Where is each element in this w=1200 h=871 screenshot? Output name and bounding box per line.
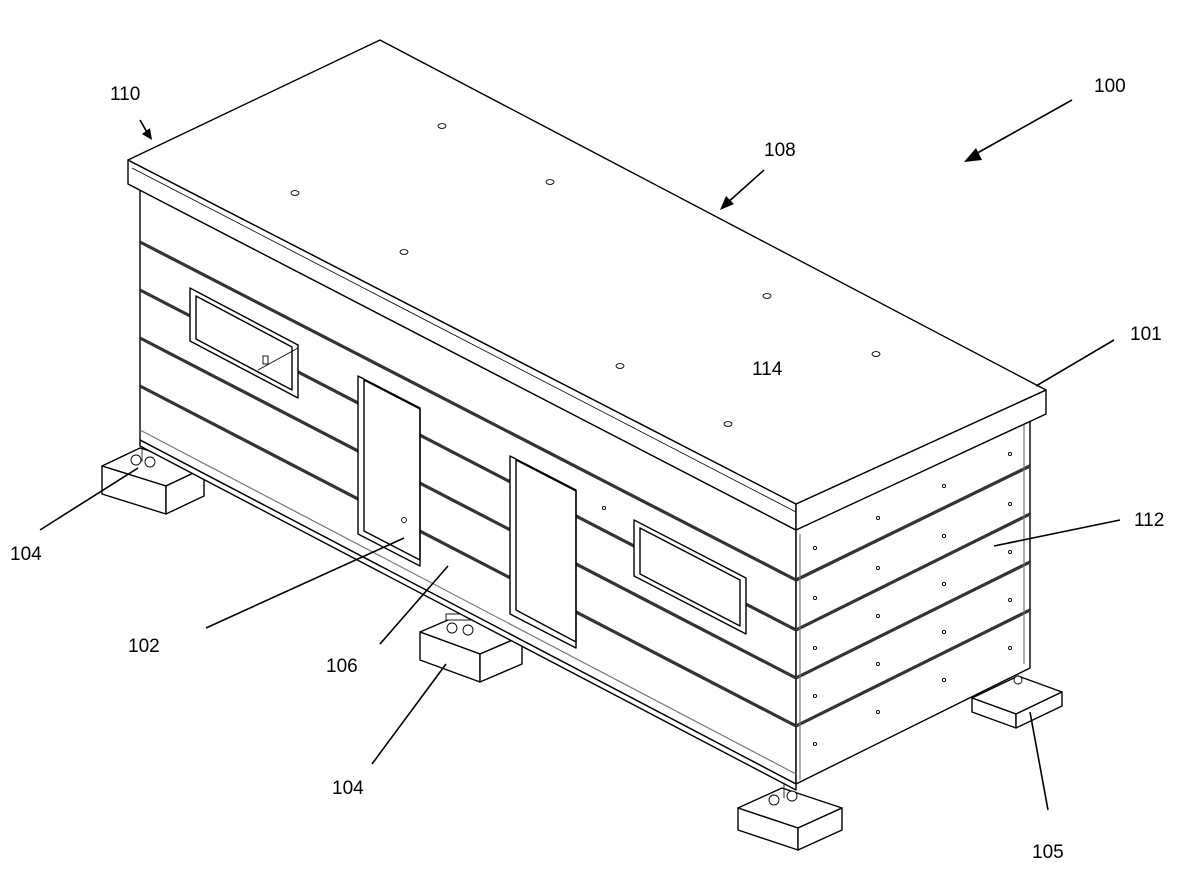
- label-108: 108: [764, 140, 796, 161]
- label-104-front: 104: [332, 778, 364, 799]
- leveling-bolt-front: [445, 613, 474, 636]
- label-105: 105: [1032, 842, 1064, 863]
- leader-lines: [39, 99, 1121, 811]
- label-114: 114: [752, 359, 783, 380]
- foundation-block-front: [419, 613, 523, 683]
- door-left: [357, 375, 421, 567]
- label-104-left: 104: [10, 544, 42, 565]
- door-right: [509, 455, 607, 649]
- leveling-bolt-right-front: [768, 782, 798, 806]
- base-rail: [139, 439, 797, 791]
- reference-numerals: 110 100 108 101 114 112 104 102 106 104 …: [10, 76, 1164, 863]
- foundation-block-rear: [971, 675, 1063, 729]
- window-left: [189, 287, 299, 399]
- building-enclosure: [127, 39, 1047, 791]
- end-wall-siding: [795, 424, 1031, 780]
- roof-top: [127, 39, 1047, 505]
- label-101: 101: [1130, 324, 1162, 345]
- label-100: 100: [1094, 76, 1126, 97]
- roof-fasteners: [290, 123, 881, 427]
- end-wall-fasteners: [812, 451, 1013, 747]
- foundation-block-right-front: [737, 782, 843, 851]
- label-106: 106: [326, 656, 358, 677]
- foundation-block-left: [101, 447, 205, 515]
- label-102: 102: [128, 636, 160, 657]
- leveling-bolt-left: [130, 448, 156, 468]
- label-112: 112: [1134, 510, 1164, 531]
- label-110: 110: [110, 84, 140, 105]
- window-right: [633, 519, 747, 635]
